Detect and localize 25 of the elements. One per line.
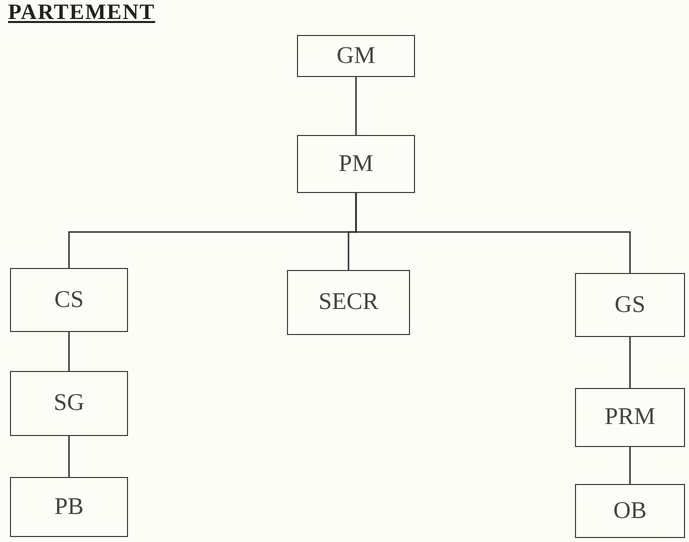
position-box [297,135,415,193]
connector-line [629,337,631,388]
position-box [575,388,685,447]
position-label: GS [614,292,646,318]
connector-line [68,332,70,371]
position-label: SECR [318,289,379,316]
connector-line [355,77,357,135]
position-box [287,270,410,335]
connector-line [68,436,70,477]
position-box [297,35,415,77]
title: PARTEMENT [8,0,156,24]
connector-line [355,193,631,273]
position-label: PM [338,150,374,178]
position-label: GM [336,42,376,70]
position-box [10,371,128,436]
position-box [10,477,128,537]
position-label: PRM [604,404,656,431]
position-box [10,268,128,332]
position-label: PB [54,494,84,520]
position-label: CS [54,286,84,314]
position-label: OB [613,498,647,524]
position-box [575,273,685,337]
connector-line [629,447,631,484]
position-box [575,484,685,538]
position-label: SG [54,390,84,417]
